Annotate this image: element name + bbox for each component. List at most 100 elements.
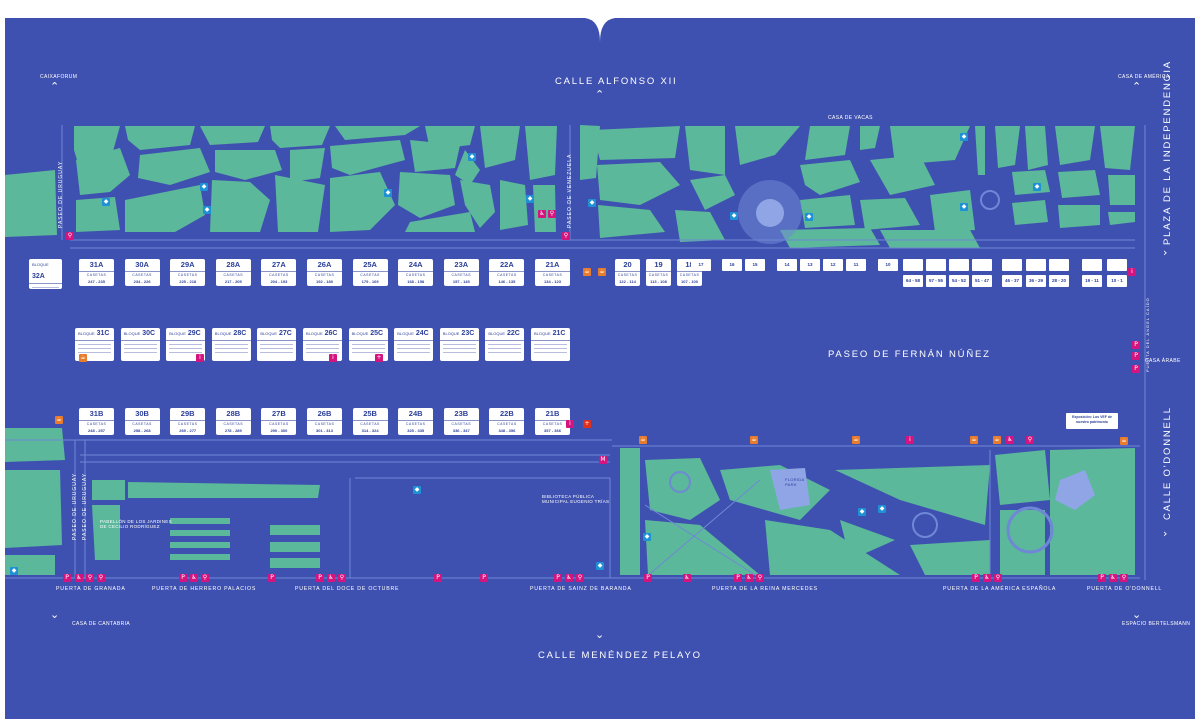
restroom-icon[interactable]: ⚲: [994, 574, 1002, 582]
parking-icon[interactable]: P: [1132, 341, 1140, 349]
water-icon[interactable]: ◆: [730, 212, 738, 220]
restroom-icon[interactable]: ⚲: [201, 574, 209, 582]
cafe-icon[interactable]: ☕: [583, 268, 591, 276]
water-icon[interactable]: ◆: [960, 203, 968, 211]
water-icon[interactable]: ◆: [596, 562, 604, 570]
cafe-icon[interactable]: ☕: [852, 436, 860, 444]
bloque-32a[interactable]: BLOQUE 32A: [29, 259, 62, 289]
accessible-icon[interactable]: ♿: [1109, 574, 1117, 582]
info-icon[interactable]: i: [566, 420, 574, 428]
bloque-30c[interactable]: BLOQUE 30C: [120, 328, 160, 361]
cafe-icon[interactable]: ☕: [970, 436, 978, 444]
water-icon[interactable]: ◆: [468, 153, 476, 161]
water-icon[interactable]: ◆: [10, 567, 18, 575]
water-icon[interactable]: ◆: [384, 189, 392, 197]
chevron-down-icon[interactable]: ⌄: [50, 608, 60, 621]
accessible-icon[interactable]: ♿: [190, 574, 198, 582]
cafe-icon[interactable]: ☕: [1120, 437, 1128, 445]
info-icon[interactable]: i: [1128, 268, 1136, 276]
restroom-icon[interactable]: ⚲: [97, 574, 105, 582]
accessible-icon[interactable]: ♿: [745, 574, 753, 582]
restroom-icon[interactable]: ⚲: [548, 210, 556, 218]
info-icon[interactable]: i: [196, 354, 204, 362]
water-icon[interactable]: ◆: [960, 133, 968, 141]
bloque-23c[interactable]: BLOQUE 23C: [439, 328, 479, 361]
first-aid-icon[interactable]: +: [583, 420, 591, 428]
restroom-icon[interactable]: ⚲: [562, 232, 570, 240]
chevron-right-icon[interactable]: ›: [1163, 527, 1168, 540]
mini-booth[interactable]: 28 - 20: [1049, 275, 1069, 287]
parking-icon[interactable]: P: [554, 574, 562, 582]
exhibition-box[interactable]: Exposición: Los VEF de nuestro patrimoni…: [1066, 413, 1118, 429]
bloque-21c[interactable]: BLOQUE 21C: [531, 328, 570, 361]
water-icon[interactable]: ◆: [203, 206, 211, 214]
chevron-down-icon[interactable]: ⌄: [1132, 608, 1142, 621]
mini-booth[interactable]: 19 - 11: [1082, 275, 1102, 287]
water-icon[interactable]: ◆: [413, 486, 421, 494]
cafe-icon[interactable]: ☕: [79, 354, 87, 362]
water-icon[interactable]: ◆: [200, 183, 208, 191]
accessible-icon[interactable]: ♿: [1006, 436, 1014, 444]
water-icon[interactable]: ◆: [805, 213, 813, 221]
cafe-icon[interactable]: ☕: [598, 268, 606, 276]
mini-booth[interactable]: 57 - 55: [926, 275, 946, 287]
chevron-up-icon[interactable]: ⌃: [50, 80, 60, 93]
bloque-29c[interactable]: BLOQUE 29C: [166, 328, 206, 361]
accessible-icon[interactable]: ♿: [565, 574, 573, 582]
restroom-icon[interactable]: ⚲: [756, 574, 764, 582]
water-icon[interactable]: ◆: [858, 508, 866, 516]
chevron-up-icon[interactable]: ⌃: [1132, 80, 1142, 93]
mini-booth[interactable]: 36 - 29: [1026, 275, 1046, 287]
accessible-icon[interactable]: ♿: [983, 574, 991, 582]
info-icon[interactable]: i: [906, 436, 914, 444]
restroom-icon[interactable]: ⚲: [576, 574, 584, 582]
parking-icon[interactable]: P: [972, 574, 980, 582]
mini-booth[interactable]: 64 - 58: [903, 275, 923, 287]
water-icon[interactable]: ◆: [643, 533, 651, 541]
first-aid-icon[interactable]: +: [375, 354, 383, 362]
metro-icon[interactable]: M: [599, 456, 607, 464]
parking-icon[interactable]: P: [268, 574, 276, 582]
cafe-icon[interactable]: ☕: [750, 436, 758, 444]
chevron-right-icon[interactable]: ›: [1163, 246, 1168, 259]
parking-icon[interactable]: P: [1132, 365, 1140, 373]
cafe-icon[interactable]: ☕: [55, 416, 63, 424]
parking-icon[interactable]: P: [734, 574, 742, 582]
cafe-icon[interactable]: ☕: [993, 436, 1001, 444]
bloque-27c[interactable]: BLOQUE 27C: [257, 328, 297, 361]
restroom-icon[interactable]: ⚲: [66, 232, 74, 240]
parking-icon[interactable]: P: [644, 574, 652, 582]
mini-booth[interactable]: 51 - 47: [972, 275, 992, 287]
info-icon[interactable]: i: [329, 354, 337, 362]
restroom-icon[interactable]: ⚲: [1026, 436, 1034, 444]
parking-icon[interactable]: P: [1132, 352, 1140, 360]
restroom-icon[interactable]: ⚲: [86, 574, 94, 582]
water-icon[interactable]: ◆: [588, 199, 596, 207]
mini-booth[interactable]: 12: [823, 259, 843, 271]
restroom-icon[interactable]: ⚲: [338, 574, 346, 582]
parking-icon[interactable]: P: [316, 574, 324, 582]
parking-icon[interactable]: P: [480, 574, 488, 582]
mini-booth[interactable]: 13: [800, 259, 820, 271]
accessible-icon[interactable]: ♿: [683, 574, 691, 582]
bloque-22c[interactable]: BLOQUE 22C: [485, 328, 525, 361]
